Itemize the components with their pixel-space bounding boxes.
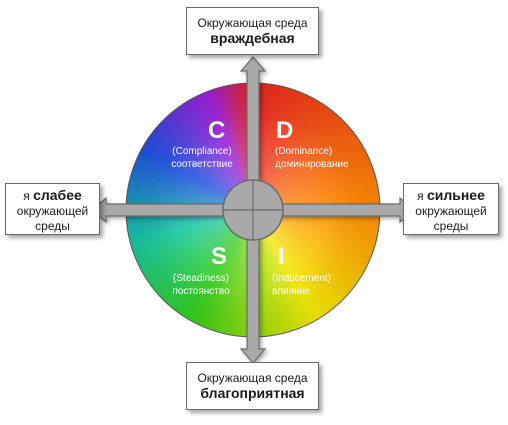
stronger-than-environment-box: я сильнее окружающей среды bbox=[403, 183, 499, 235]
hostile-environment-line1: Окружающая среда bbox=[197, 16, 308, 30]
quadrant-i-russian: влияние bbox=[272, 286, 311, 297]
quadrant-s-russian: постоянство bbox=[172, 286, 230, 297]
stronger-line1: я сильнее bbox=[404, 188, 498, 204]
favorable-environment-line1: Окружающая среда bbox=[197, 371, 308, 385]
favorable-environment-line2: благоприятная bbox=[200, 385, 305, 401]
quadrant-s-letter: S bbox=[211, 243, 228, 270]
hostile-environment-box: Окружающая среда враждебная bbox=[186, 7, 319, 55]
weaker-line3: среды bbox=[35, 219, 70, 233]
quadrant-c-russian: соответствие bbox=[171, 159, 233, 170]
favorable-environment-box: Окружающая среда благоприятная bbox=[186, 362, 319, 410]
quadrant-d-russian: доминирование bbox=[275, 159, 349, 170]
stronger-line3: среды bbox=[433, 219, 469, 233]
quadrant-s-label: (Steadiness) постоянство bbox=[160, 272, 242, 298]
quadrant-i-label: (Inducement) влияние bbox=[272, 272, 354, 298]
weaker-than-environment-box: я слабее окружающей среды bbox=[5, 183, 100, 235]
stronger-bold: сильнее bbox=[426, 187, 485, 203]
quadrant-d-letter: D bbox=[276, 117, 294, 144]
quadrant-d-label: (Dominance) доминирование bbox=[275, 145, 365, 171]
quadrant-i-english: (Inducement) bbox=[272, 273, 331, 284]
quadrant-c-label: (Compliance) соответствие bbox=[160, 145, 244, 171]
quadrant-d-english: (Dominance) bbox=[275, 146, 333, 157]
quadrant-s-english: (Steadiness) bbox=[172, 273, 230, 284]
quadrant-c-letter: C bbox=[208, 117, 226, 144]
weaker-prefix: я bbox=[23, 189, 30, 203]
quadrant-c-english: (Compliance) bbox=[172, 146, 232, 157]
quadrant-i-letter: I bbox=[278, 243, 285, 270]
stronger-prefix: я bbox=[417, 189, 424, 203]
weaker-line2: окружающей bbox=[16, 204, 89, 218]
hostile-environment-line2: враждебная bbox=[210, 30, 295, 46]
weaker-line1: я слабее bbox=[6, 188, 99, 204]
stronger-line2: окружающей bbox=[415, 204, 487, 218]
weaker-bold: слабее bbox=[33, 187, 82, 203]
